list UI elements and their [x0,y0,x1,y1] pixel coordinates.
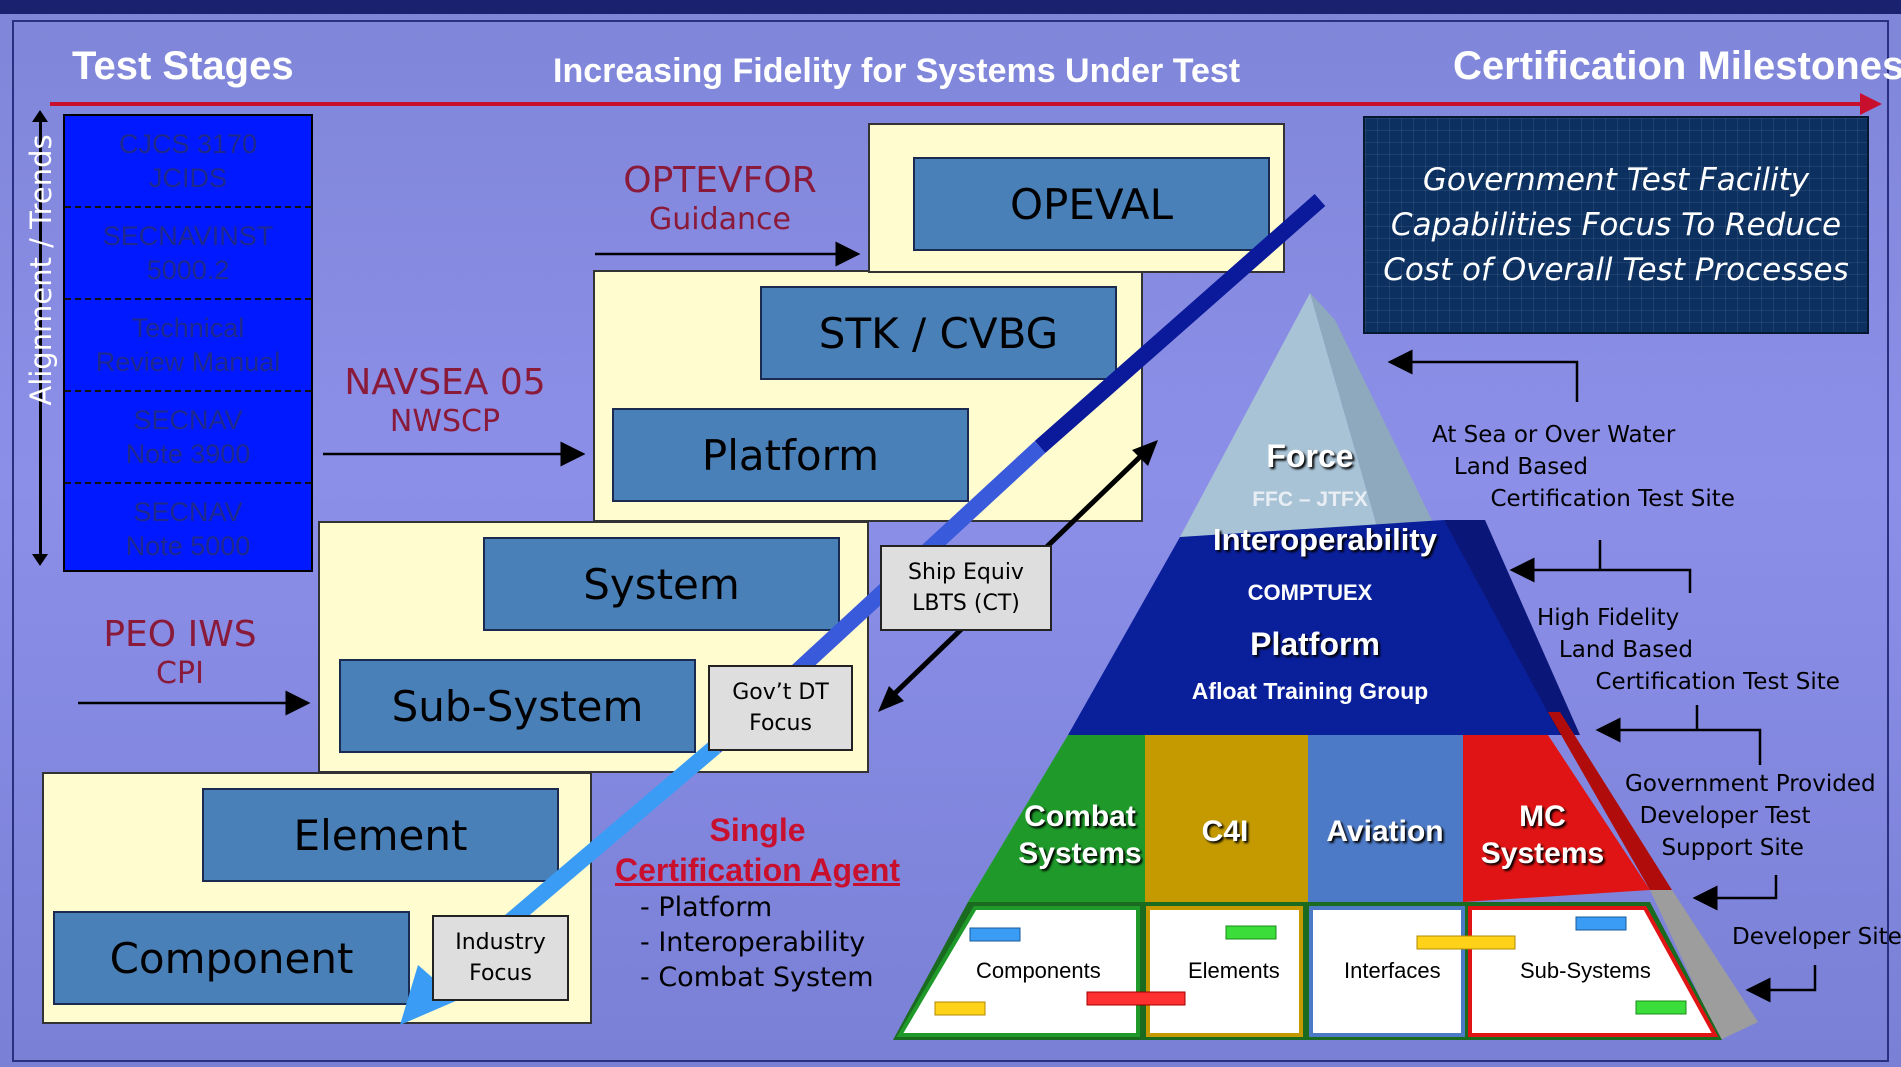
peo-sub: CPI [156,656,204,691]
bar-green-2 [1635,1000,1687,1015]
fidelity-arrow [50,102,1870,106]
pyramid-combat-tier [968,735,1145,902]
fidelity-arrow-head [1860,93,1882,115]
sca-item-combat: - Combat System [640,962,874,993]
pyramid-force-tier [1180,293,1380,537]
pyr-comptuex-label: COMPTUEX [1247,580,1373,605]
pyr-c4i-label: C4I [1201,815,1249,848]
optevfor-sub: Guidance [649,202,791,237]
peo-label: PEO IWS [103,614,257,655]
sca-line1: Single [709,812,806,848]
sca-item-interop: - Interoperability [640,927,866,958]
pyr-atg-label: Afloat Training Group [1191,678,1429,704]
peo-iws-cpi: PEO IWS CPI [75,614,285,692]
pyramid-platform-tier [1068,520,1575,735]
top-bar [0,0,1901,14]
sca-line2: Certification Agent [614,852,901,888]
pyr-aviation-label: Aviation [1326,815,1444,848]
base-subsystems-label: Sub-Systems [1520,958,1651,983]
base-components-label: Components [976,958,1101,983]
pyr-interop-label: Interoperability [1213,522,1437,557]
pyr-platform-label: Platform [1250,626,1380,662]
header-cert-milestones: Certification Milestones [1453,44,1901,88]
site-sea-bracket [1387,349,1579,402]
pyramid-force-shade [1310,293,1440,537]
header-test-stages: Test Stages [72,44,294,88]
sca-item-platform: - Platform [640,892,773,923]
pyramid-platform-shade [1444,520,1580,735]
element-box: Element [202,788,559,882]
single-cert-agent: Single Certification Agent [605,810,910,890]
bar-red-1 [1086,991,1186,1006]
optevfor-guidance: OPTEVFOR Guidance [615,160,825,238]
pyramid-base-gray [1650,890,1758,1040]
bar-blue-2 [1575,916,1627,931]
pyramid-aviation-tier [1308,735,1463,902]
site-gov-lower [1692,875,1778,911]
doc-secnav-3900: SECNAV Note 3900 [65,392,311,484]
doc-secnavinst: SECNAVINST 5000.2 [65,208,311,300]
base-interfaces-cell [1309,906,1465,1037]
pyramid-c4i-tier [1145,735,1308,902]
doc-trm: Technical Review Manual [65,300,311,392]
diag-arrow-dark [1034,194,1326,453]
opeval-box: OPEVAL [913,157,1270,251]
pyramid-mc-shade [1548,712,1672,890]
slide-frame [12,20,1889,1062]
site-dev-bracket [1745,965,1817,1003]
base-elements-label: Elements [1188,958,1280,983]
pyr-ffc-label: FFC – JTFX [1252,488,1368,511]
header-fidelity: Increasing Fidelity for Systems Under Te… [553,52,1241,90]
component-box: Component [53,911,410,1005]
system-box: System [483,537,840,631]
pyr-force-label: Force [1266,438,1354,474]
bar-yellow-2 [1416,935,1516,950]
doc-secnav-5000: SECNAV Note 5000 [125,497,251,561]
site-hifi-bracket [1509,557,1692,593]
site-gov-label: Government Provided Developer Test Suppo… [1625,771,1876,861]
ship-equiv-box: Ship Equiv LBTS (CT) [880,545,1052,631]
bar-yellow-1 [934,1001,986,1016]
alignment-arrow [39,118,42,558]
policy-documents-box: CJCS 3170 JCIDS SECNAVINST 5000.2 Techni… [63,114,313,572]
gov-test-facility-box: Government Test Facility Capabilities Fo… [1363,116,1869,334]
alignment-arrow-down [32,554,48,566]
platform-box: Platform [612,408,969,502]
bar-green-1 [1225,925,1277,940]
gov-test-facility-text: Government Test Facility Capabilities Fo… [1383,161,1849,288]
site-sea-label: At Sea or Over Water Land Based Certific… [1432,422,1735,512]
ship-link-head-top [1132,440,1158,466]
ship-link-head-bottom [878,686,904,712]
base-interfaces-label: Interfaces [1344,958,1441,983]
subsystem-box: Sub-System [339,659,696,753]
optevfor-label: OPTEVFOR [623,160,817,201]
pyr-combat-label: Combat Systems [1018,800,1142,870]
pyramid-mc-tier [1463,735,1650,902]
navsea-label: NAVSEA 05 [344,362,546,403]
pyr-mc-label: MC Systems [1480,800,1605,870]
diag-arrow-head [400,965,458,1025]
site-gov-bracket [1595,717,1762,765]
doc-cjcs: CJCS 3170 JCIDS [65,116,311,208]
alignment-arrow-up [32,110,48,122]
navsea-nwscp: NAVSEA 05 NWSCP [340,362,550,440]
sca-list: - Platform - Interoperability - Combat S… [640,890,874,995]
industry-focus-box: Industry Focus [432,915,569,1001]
site-dev-label: Developer Site [1732,924,1901,950]
bar-blue-1 [969,927,1021,942]
govt-dt-focus-box: Gov’t DT Focus [708,665,853,751]
navsea-sub: NWSCP [389,404,501,439]
stk-cvbg-box: STK / CVBG [760,286,1117,380]
site-hifi-label: High Fidelity Land Based Certification T… [1537,605,1840,695]
